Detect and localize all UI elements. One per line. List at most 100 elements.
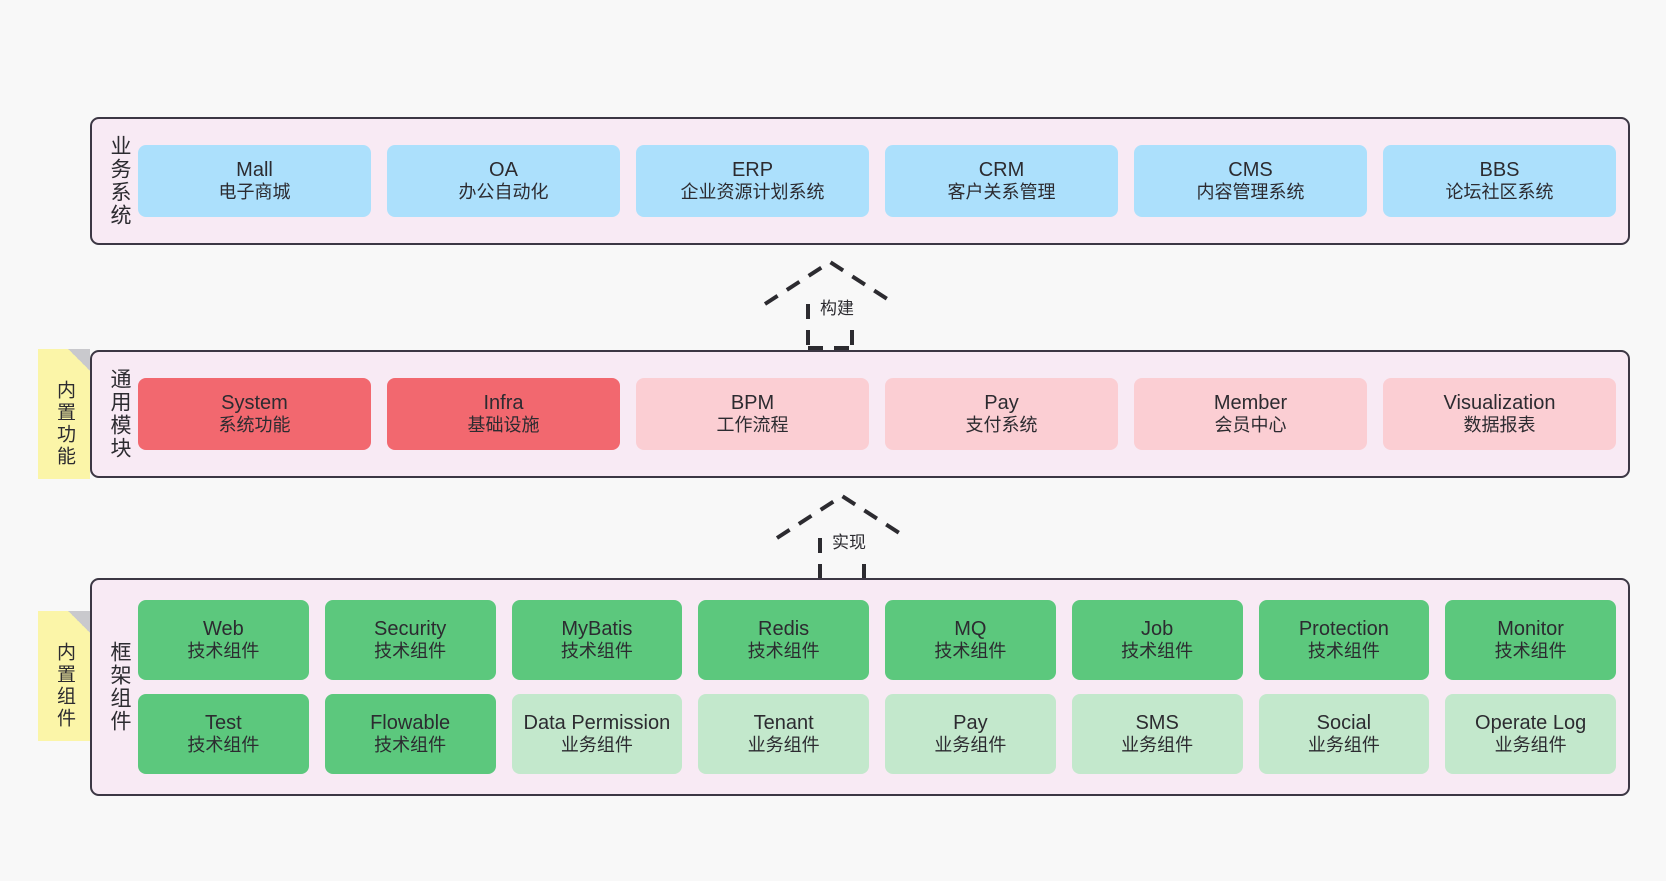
node-title-cn: 会员中心: [1214, 415, 1287, 436]
node-title-en: Job: [1141, 617, 1174, 640]
node-title-en: Tenant: [753, 711, 814, 734]
node-title-en: Mall: [236, 158, 273, 181]
node-title-en: Redis: [758, 617, 810, 640]
node-title-cn: 技术组件: [1494, 641, 1567, 662]
node-title-cn: 技术组件: [560, 641, 633, 662]
node-title-cn: 电子商城: [218, 182, 291, 203]
node-title-cn: 技术组件: [187, 641, 260, 662]
node-title-cn: 技术组件: [1121, 641, 1194, 662]
node-title-en: ERP: [731, 158, 774, 181]
node-title-cn: 业务组件: [747, 735, 820, 756]
node-title-en: MyBatis: [561, 617, 633, 640]
connector-label-build: 构建: [817, 294, 857, 319]
layer-title-framework: 框架组件: [108, 641, 132, 733]
node-title-en: CMS: [1228, 158, 1273, 181]
node-title-cn: 业务组件: [1307, 735, 1380, 756]
node-title-en: Pay: [984, 391, 1019, 414]
sticky-note-builtin-components: 内置组件: [38, 611, 90, 741]
node-title-cn: 技术组件: [374, 641, 447, 662]
node-title-en: Social: [1316, 711, 1372, 734]
node-title-en: BBS: [1479, 158, 1520, 181]
node-title-cn: 基础设施: [467, 415, 540, 436]
sticky-label-builtin-features: 内置功能: [53, 380, 75, 468]
node-title-en: BPM: [730, 391, 775, 414]
connector-build: 构建: [755, 258, 905, 350]
node-title-en: Member: [1213, 391, 1288, 414]
node-title-en: Test: [205, 711, 242, 734]
layer-title-common: 通用模块: [108, 368, 132, 460]
node-title-cn: 业务组件: [1121, 735, 1194, 756]
node-title-en: Security: [374, 617, 447, 640]
node-title-en: CRM: [978, 158, 1025, 181]
node-title-en: System: [221, 391, 288, 414]
node-title-cn: 办公自动化: [458, 182, 549, 203]
node-title-en: Protection: [1298, 617, 1389, 640]
node-title-cn: 技术组件: [374, 735, 447, 756]
node-title-en: Monitor: [1497, 617, 1564, 640]
sticky-note-builtin-features: 内置功能: [38, 349, 90, 479]
node-title-cn: 客户关系管理: [947, 182, 1056, 203]
node-title-en: Infra: [483, 391, 524, 414]
sticky-label-builtin-components: 内置组件: [53, 642, 75, 730]
layer-title-business: 业务系统: [108, 135, 132, 227]
node-title-cn: 支付系统: [965, 415, 1038, 436]
node-title-cn: 技术组件: [934, 641, 1007, 662]
node-title-cn: 业务组件: [934, 735, 1007, 756]
node-title-en: SMS: [1135, 711, 1179, 734]
node-title-cn: 技术组件: [1307, 641, 1380, 662]
node-title-en: Web: [202, 617, 244, 640]
node-title-cn: 技术组件: [187, 735, 260, 756]
node-title-en: Pay: [953, 711, 988, 734]
node-title-en: MQ: [954, 617, 987, 640]
connector-label-implement: 实现: [829, 528, 869, 553]
node-title-cn: 业务组件: [560, 735, 633, 756]
node-title-en: Visualization: [1443, 391, 1556, 414]
node-title-en: Flowable: [370, 711, 451, 734]
node-title-cn: 系统功能: [218, 415, 291, 436]
node-title-cn: 技术组件: [747, 641, 820, 662]
node-title-cn: 内容管理系统: [1196, 182, 1305, 203]
node-title-en: Operate Log: [1475, 711, 1587, 734]
node-title-en: Data Permission: [523, 711, 671, 734]
node-title-cn: 工作流程: [716, 415, 789, 436]
